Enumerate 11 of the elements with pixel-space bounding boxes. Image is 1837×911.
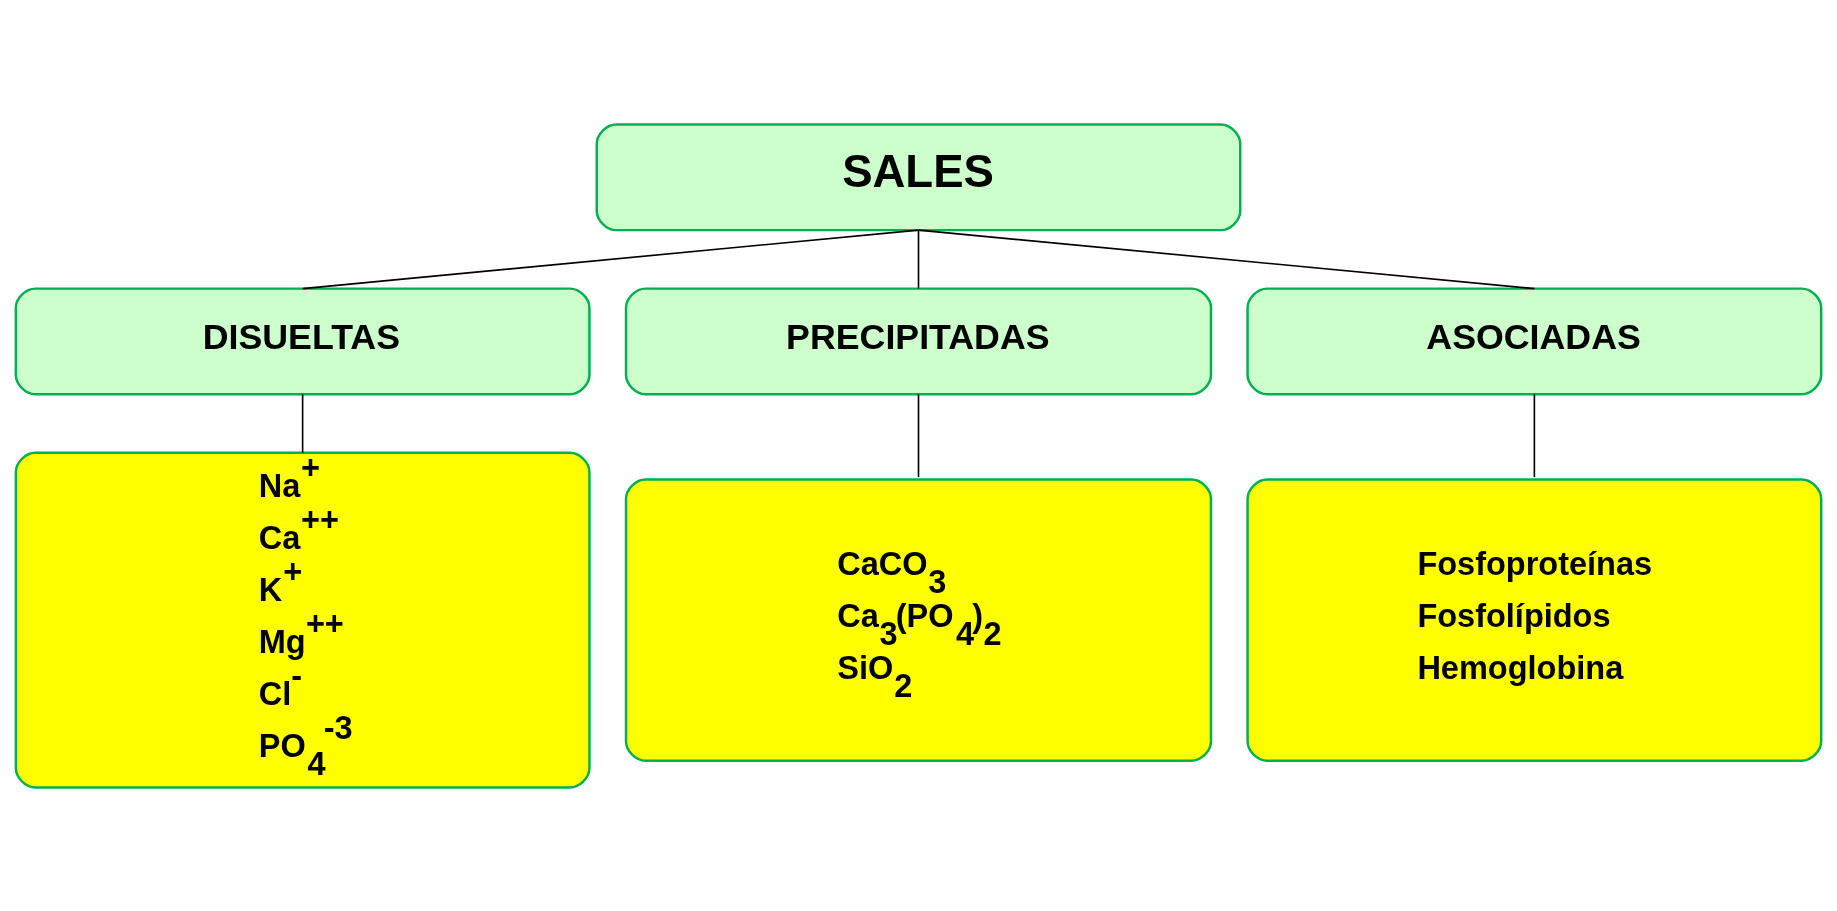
connector — [917, 228, 1536, 289]
node-box: Fosfoproteínas Fosfolípidos Hemoglobina — [1246, 477, 1823, 762]
connector — [1533, 392, 1536, 478]
node-box: SALES — [595, 122, 1242, 231]
connector — [301, 228, 920, 289]
node-box: PRECIPITADAS — [624, 286, 1213, 395]
connector — [301, 392, 304, 454]
node-box: DISUELTAS — [14, 286, 591, 395]
connector — [917, 228, 920, 289]
node-box: ASOCIADAS — [1246, 286, 1823, 395]
connector — [917, 392, 920, 478]
